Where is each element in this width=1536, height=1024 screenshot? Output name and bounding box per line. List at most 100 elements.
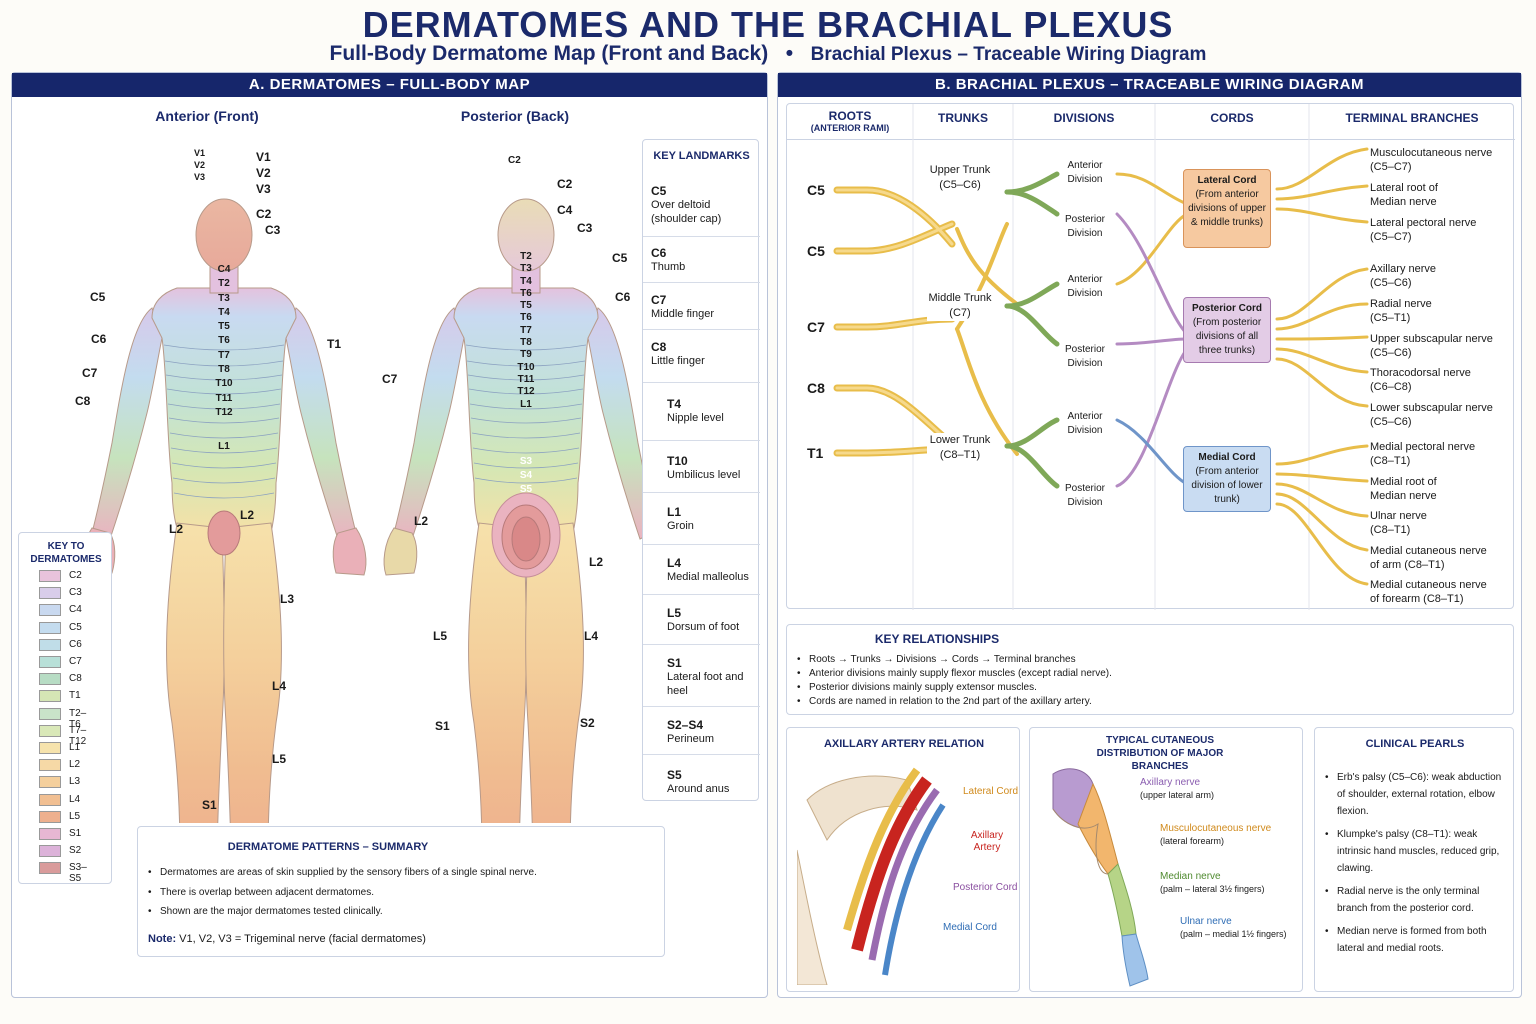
- branch-roots: (C8–T1): [1370, 524, 1411, 536]
- pearls-list: Erb's palsy (C5–C6): weak abduction of s…: [1325, 769, 1511, 957]
- landmark-divider: [643, 594, 760, 595]
- landmark-desc: Middle finger: [651, 308, 714, 320]
- trunk-upper-name: Upper Trunk: [929, 164, 991, 176]
- torso-t3: T3: [218, 292, 230, 304]
- cord-posterior: Posterior Cord (From posterior divisions…: [1183, 297, 1271, 363]
- landmark-divider: [643, 329, 760, 330]
- torso-t5: T5: [218, 321, 230, 333]
- division-label: Anterior Division: [1067, 274, 1103, 299]
- ant-label-v3: V3: [256, 182, 271, 196]
- branch-roots: (C5–C7): [1370, 161, 1412, 173]
- col-roots-sub: (ANTERIOR RAMI): [810, 123, 890, 133]
- landmark-level: S5: [667, 768, 682, 782]
- cutaneous-area: (palm – medial 1½ fingers): [1180, 929, 1287, 939]
- trunk-lower: Lower Trunk (C8–T1): [927, 433, 993, 463]
- landmark-divider: [643, 282, 760, 283]
- landmark-desc: Medial malleolus: [667, 571, 749, 583]
- terminal-branch: Musculocutaneous nerve (C5–C7): [1370, 146, 1515, 174]
- dermatome-swatch: [39, 724, 61, 737]
- axillary-illustration: [797, 767, 946, 985]
- dermatome-swatch: [39, 621, 61, 634]
- branch-roots: (C5–C6): [1370, 347, 1412, 359]
- pearl-item: Radial nerve is the only terminal branch…: [1325, 883, 1511, 917]
- dermatome-key-label: T2–T6: [69, 707, 87, 730]
- dermatome-swatch: [39, 690, 61, 703]
- landmark-desc: Around anus: [667, 783, 730, 795]
- back-t10: T10: [517, 361, 535, 373]
- dermatome-swatch: [39, 759, 61, 772]
- arm-median-zone: [1107, 863, 1137, 937]
- relationship-point: Anterior divisions mainly supply flexor …: [797, 667, 1497, 681]
- dermatome-key-label: S2: [69, 845, 82, 857]
- branch-name: Musculocutaneous nerve: [1370, 147, 1493, 159]
- pearl-item: Erb's palsy (C5–C6): weak abduction of s…: [1325, 769, 1511, 820]
- cutaneous-title: TYPICAL CUTANEOUS DISTRIBUTION OF MAJOR …: [1096, 735, 1224, 772]
- landmark-level: S2–S4: [667, 718, 704, 732]
- dermatome-key-label: S3–S5: [69, 862, 87, 885]
- terminal-branch: Thoracodorsal nerve(C6–C8): [1370, 366, 1515, 394]
- terminal-branch: Lower subscapular nerve(C5–C6): [1370, 401, 1515, 429]
- relationship-point: Posterior divisions mainly supply extens…: [797, 681, 1497, 695]
- ant-label-l5: L5: [272, 752, 287, 766]
- back-t11: T11: [517, 373, 535, 385]
- cutaneous-item: Ulnar nerve(palm – medial 1½ fingers): [1180, 915, 1302, 941]
- ant-label-c6: C6: [91, 332, 107, 346]
- dermatome-swatch: [39, 570, 61, 582]
- landmark-divider: [643, 492, 760, 493]
- dermatome-key-title: KEY TO DERMATOMES: [30, 541, 102, 565]
- col-roots: ROOTS (ANTERIOR RAMI): [787, 109, 913, 133]
- dermatome-swatch: [39, 587, 61, 600]
- dermatome-swatch: [39, 638, 61, 651]
- posterior-figure: [383, 198, 652, 823]
- torso-t8: T8: [218, 364, 230, 376]
- post-label-l2-right: L2: [589, 555, 604, 569]
- dermatome-swatch: [39, 742, 61, 754]
- dermatome-key-label: C3: [69, 587, 82, 599]
- landmark-desc: Nipple level: [667, 412, 724, 424]
- back-t12: T12: [517, 386, 535, 398]
- dermatome-swatch: [39, 828, 61, 840]
- torso-t2: T2: [218, 278, 230, 290]
- landmark-level: C7: [651, 293, 667, 307]
- back-t7: T7: [520, 324, 532, 336]
- arm-illustration: [1052, 768, 1149, 987]
- page-title: DERMATOMES AND THE BRACHIAL PLEXUS: [362, 4, 1174, 45]
- dermatome-key-label: L3: [69, 776, 81, 788]
- trunk-lower-roots: (C8–T1): [939, 449, 981, 461]
- wiring-diagram: ROOTS (ANTERIOR RAMI) TRUNKS DIVISIONS C…: [786, 103, 1515, 610]
- back-t6b: T6: [520, 312, 532, 324]
- branch-name: Lateral pectoral nerve: [1370, 217, 1477, 229]
- posterior-right-arm: [587, 307, 652, 540]
- panel-dermatomes: A. DERMATOMES – FULL-BODY MAP Anterior (…: [11, 72, 768, 998]
- landmark-desc: Over deltoid (shoulder cap): [651, 199, 722, 225]
- torso-t7: T7: [218, 349, 230, 361]
- post-label-s2: S2: [580, 716, 595, 730]
- dermatome-swatch: [39, 673, 61, 686]
- cord-lateral-name: Lateral Cord: [1197, 175, 1257, 186]
- body-figures: [81, 198, 652, 823]
- clinical-pearls: CLINICAL PEARLS Erb's palsy (C5–C6): wea…: [1314, 727, 1514, 992]
- torso-t6: T6: [218, 335, 230, 347]
- anterior-title: Anterior (Front): [155, 108, 259, 124]
- axillary-label-lateral: Lateral Cord: [963, 786, 1019, 797]
- panel-a-heading: A. DERMATOMES – FULL-BODY MAP: [12, 73, 767, 97]
- branch-name: Lower subscapular nerve: [1370, 402, 1493, 414]
- post-label-c6: C6: [615, 290, 631, 304]
- trunk-middle-name: Middle Trunk: [928, 292, 992, 304]
- ant-label-c3: C3: [265, 223, 281, 237]
- terminal-branch: Lateral pectoral nerve(C5–C7): [1370, 216, 1515, 244]
- posterior-left-hand: [383, 527, 418, 576]
- arm-ulnar-zone: [1121, 933, 1149, 987]
- back-t3: T3: [520, 263, 532, 275]
- cutaneous-item: Musculocutaneous nerve(lateral forearm): [1160, 822, 1302, 848]
- post-label-l4: L4: [584, 629, 599, 643]
- ant-label-c8: C8: [75, 394, 91, 408]
- dermatome-key-label: C7: [69, 656, 82, 667]
